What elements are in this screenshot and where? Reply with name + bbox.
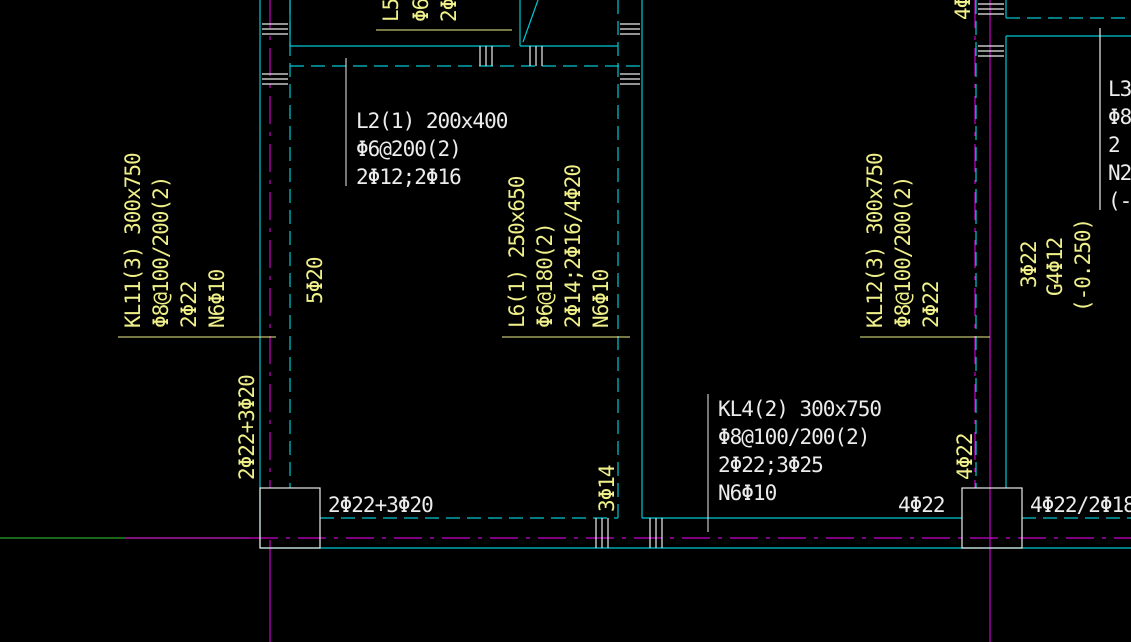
l2-stirrup: Φ6@200(2) bbox=[356, 137, 461, 161]
kl11-torsion: N6Φ10 bbox=[205, 269, 229, 328]
kl4-name: KL4(2) 300x750 bbox=[718, 397, 881, 421]
top-label-two: 2Φ bbox=[437, 0, 461, 22]
kl4-torsion: N6Φ10 bbox=[718, 481, 777, 505]
l2-name: L2(1) 200x400 bbox=[356, 109, 508, 133]
label-five-phi20: 5Φ20 bbox=[303, 257, 327, 304]
kl12-name: KL12(3) 300x750 bbox=[863, 153, 887, 328]
l6-torsion: N6Φ10 bbox=[589, 269, 613, 328]
kl12-bars: 2Φ22 bbox=[919, 281, 943, 328]
kl4-stirrup: Φ8@100/200(2) bbox=[718, 425, 869, 449]
beam-outlines bbox=[259, 0, 1131, 549]
bottom-left-bars: 2Φ22+3Φ20 bbox=[328, 493, 433, 517]
top-label-phi6: Φ6 bbox=[409, 0, 433, 22]
l3-torsion: N2 bbox=[1108, 161, 1131, 185]
kl11-bars: 2Φ22 bbox=[177, 281, 201, 328]
white-leaders bbox=[345, 58, 709, 532]
l6-name: L6(1) 250x650 bbox=[505, 176, 529, 328]
l3-name: L3 bbox=[1108, 77, 1131, 101]
l3-bars: 2 bbox=[1108, 133, 1120, 157]
left-col-vertical: 2Φ22+3Φ20 bbox=[235, 375, 259, 480]
top-box-diag bbox=[522, 0, 539, 43]
leader-lines bbox=[118, 29, 990, 338]
kl11-name: KL11(3) 300x750 bbox=[121, 153, 145, 328]
three-phi14: 3Φ14 bbox=[595, 465, 619, 512]
right-col-g: G4Φ12 bbox=[1043, 238, 1067, 296]
kl12-stirrup: Φ8@100/200(2) bbox=[891, 177, 915, 328]
break-marks bbox=[262, 3, 1004, 548]
right-col-elev: (-0.250) bbox=[1071, 219, 1095, 312]
l3-stirrup: Φ8 bbox=[1108, 105, 1131, 129]
four-phi22-vert: 4Φ22 bbox=[953, 433, 977, 480]
right-col-bars: 3Φ22 bbox=[1017, 241, 1041, 288]
axis-lines bbox=[250, 0, 1131, 642]
l2-bars: 2Φ12;2Φ16 bbox=[356, 165, 461, 189]
l6-bars: 2Φ14;2Φ16/4Φ20 bbox=[561, 165, 585, 328]
bottom-right-bars: 4Φ22/2Φ18 bbox=[1030, 493, 1131, 517]
column-left bbox=[259, 487, 321, 549]
four-phi22-horiz: 4Φ22 bbox=[898, 493, 945, 517]
top-label-l5: L5 bbox=[379, 0, 403, 22]
kl4-bars: 2Φ22;3Φ25 bbox=[718, 453, 823, 477]
l6-stirrup: Φ6@180(2) bbox=[533, 223, 557, 328]
l3-elev: (-0 bbox=[1108, 189, 1131, 213]
column-right bbox=[961, 487, 1023, 549]
top-label-four-right: 4Φ bbox=[951, 0, 975, 20]
kl11-stirrup: Φ8@100/200(2) bbox=[149, 177, 173, 328]
